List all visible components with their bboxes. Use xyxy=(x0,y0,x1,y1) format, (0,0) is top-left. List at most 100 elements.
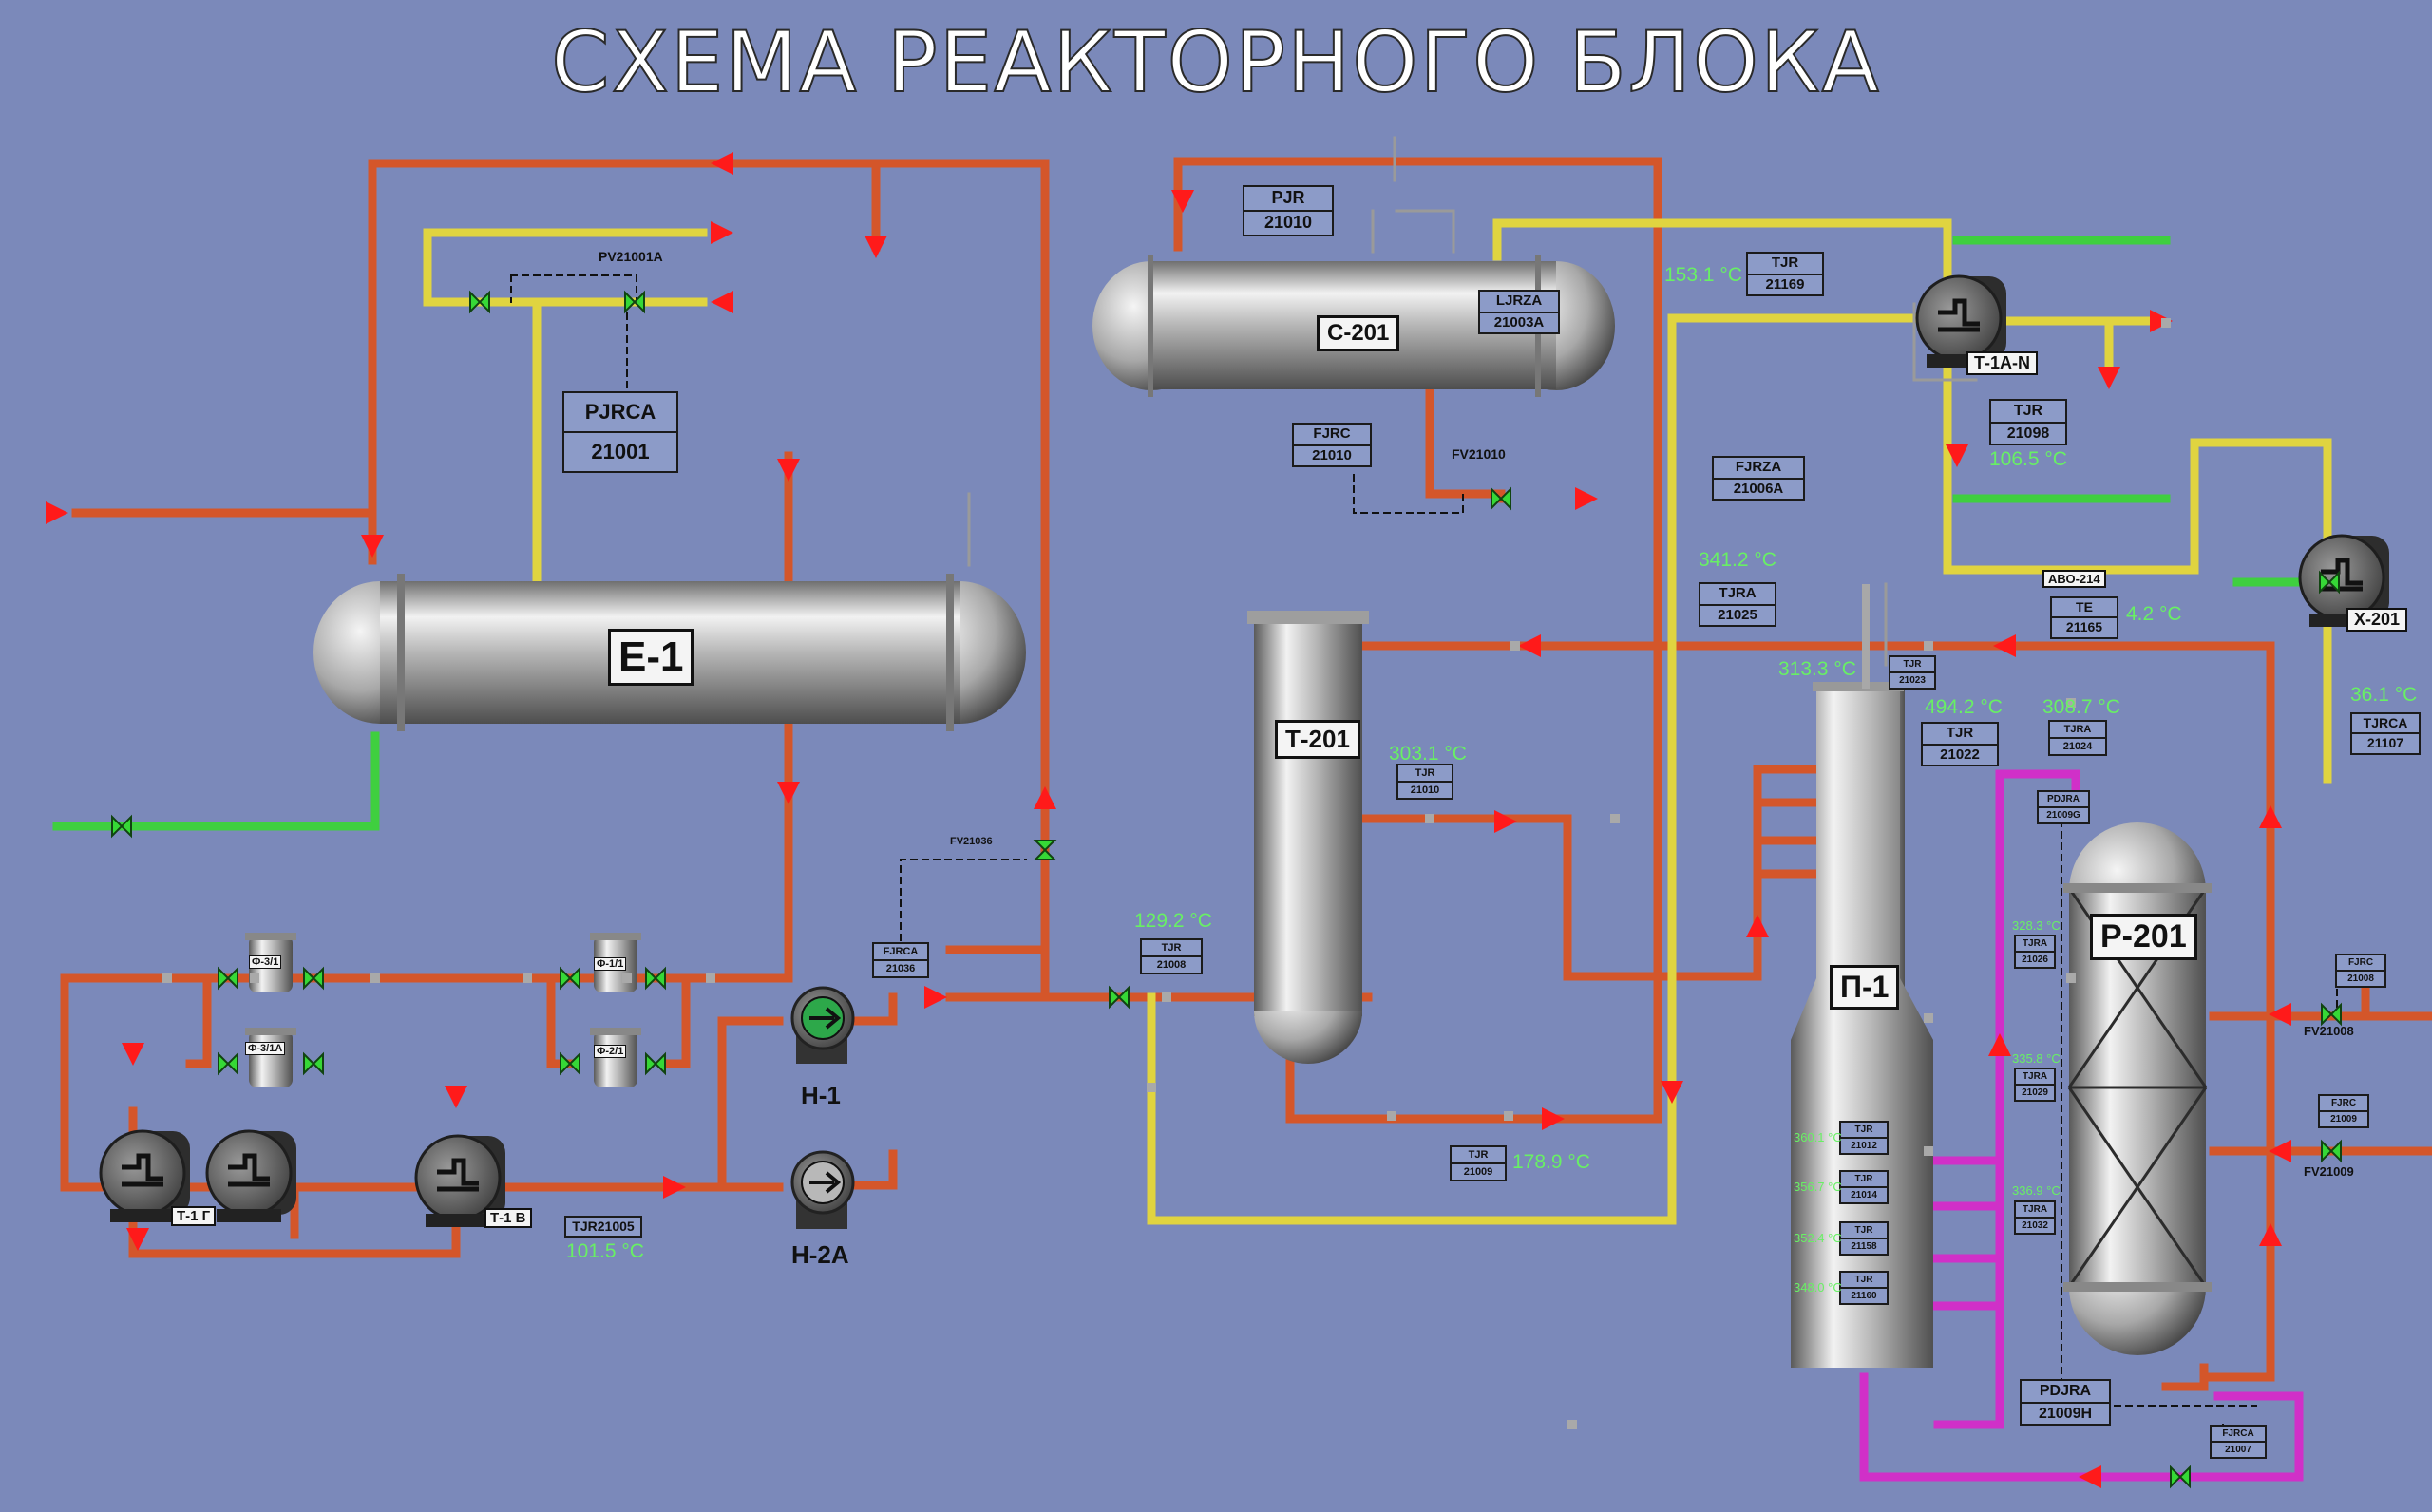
flow-arrow-28 xyxy=(1946,444,1968,467)
valve-pv21001a[interactable] xyxy=(624,290,645,314)
pump-n2a[interactable] xyxy=(790,1150,855,1229)
temp-p1c: 352.4 °C xyxy=(1794,1231,1842,1245)
flow-arrow-0 xyxy=(711,152,733,175)
flow-arrow-6 xyxy=(1034,786,1056,809)
label-c201: С-201 xyxy=(1317,315,1400,351)
pipe-joint-15 xyxy=(1568,1420,1577,1429)
valve-fv21036[interactable] xyxy=(1033,840,1057,860)
flow-arrow-15 xyxy=(1494,810,1517,833)
temp-335: 335.8 °C xyxy=(2012,1051,2061,1066)
temp-101: 101.5 °C xyxy=(566,1240,644,1262)
pump-n1[interactable] xyxy=(790,986,855,1064)
hx-t1v[interactable] xyxy=(414,1134,505,1227)
valve-f31a-out[interactable] xyxy=(303,1051,324,1076)
flow-arrow-27 xyxy=(711,291,733,313)
flow-arrow-19 xyxy=(126,1228,149,1251)
flow-arrow-4 xyxy=(777,459,800,482)
temp-p1d: 348.0 °C xyxy=(1794,1280,1842,1295)
pipe-joint-10 xyxy=(1610,814,1620,823)
tag-tjr21005[interactable]: TJR21005 xyxy=(564,1216,642,1238)
flow-arrow-12 xyxy=(2259,805,2282,828)
label-p1: П-1 xyxy=(1830,965,1900,1010)
valve-fjrca21007[interactable] xyxy=(2170,1465,2191,1489)
valve-fv21009[interactable] xyxy=(2321,1139,2342,1163)
filter-f31a[interactable] xyxy=(245,1028,296,1087)
flow-arrow-20 xyxy=(445,1086,467,1108)
valve-f11-in[interactable] xyxy=(560,966,580,991)
temp-341: 341.2 °C xyxy=(1699,549,1776,571)
pipe-joint-11 xyxy=(2066,698,2076,708)
flow-arrow-1 xyxy=(864,236,887,258)
pipe-joint-18 xyxy=(1924,1013,1933,1023)
valve-label-fv21036: FV21036 xyxy=(950,836,993,847)
valve-e1-out[interactable] xyxy=(111,814,132,839)
flow-arrow-30 xyxy=(2098,367,2120,389)
valve-f21-out[interactable] xyxy=(645,1051,666,1076)
label-n2a: Н-2А xyxy=(791,1240,849,1269)
pipe-joint-9 xyxy=(1425,814,1434,823)
valve-f21-in[interactable] xyxy=(560,1051,580,1076)
valve-f11-out[interactable] xyxy=(645,966,666,991)
flow-arrow-21 xyxy=(663,1176,686,1199)
label-abo214: АВО-214 xyxy=(2042,570,2106,588)
aux-lines xyxy=(967,136,1978,667)
label-t1g: Т-1 Г xyxy=(171,1206,217,1226)
valve-f31a-in[interactable] xyxy=(218,1051,238,1076)
valve-feed[interactable] xyxy=(1109,985,1130,1010)
flow-arrow-7 xyxy=(1171,190,1194,213)
hx-t1g-a[interactable] xyxy=(99,1129,190,1222)
temp-p1b: 356.7 °C xyxy=(1794,1180,1842,1194)
temp-303: 303.1 °C xyxy=(1389,743,1467,765)
valve-fv21008[interactable] xyxy=(2321,1002,2342,1027)
pipe-joint-0 xyxy=(162,973,172,983)
flow-arrow-2 xyxy=(361,535,384,558)
temp-129: 129.2 °C xyxy=(1134,910,1212,932)
yellow-lines xyxy=(423,218,2332,1225)
valve-pv-left[interactable] xyxy=(469,290,490,314)
flow-arrow-25 xyxy=(2079,1465,2101,1488)
temp-494: 494.2 °C xyxy=(1925,696,2003,718)
label-e1: Е-1 xyxy=(608,629,694,686)
pipe-joint-14 xyxy=(1510,641,1520,651)
valve-x201[interactable] xyxy=(2319,570,2340,595)
pipe-joint-6 xyxy=(1162,992,1171,1002)
hx-t1g-b[interactable] xyxy=(205,1129,296,1222)
valve-label-fv21010: FV21010 xyxy=(1452,446,1506,462)
column-t201[interactable] xyxy=(1247,611,1369,1064)
reactor-p201[interactable] xyxy=(2063,822,2212,1355)
valve-fv21010[interactable] xyxy=(1491,486,1511,511)
pipe-joints xyxy=(162,318,2171,1429)
valve-f31-in[interactable] xyxy=(218,966,238,991)
valve-f31-out[interactable] xyxy=(303,966,324,991)
label-p201: Р-201 xyxy=(2090,914,2197,960)
